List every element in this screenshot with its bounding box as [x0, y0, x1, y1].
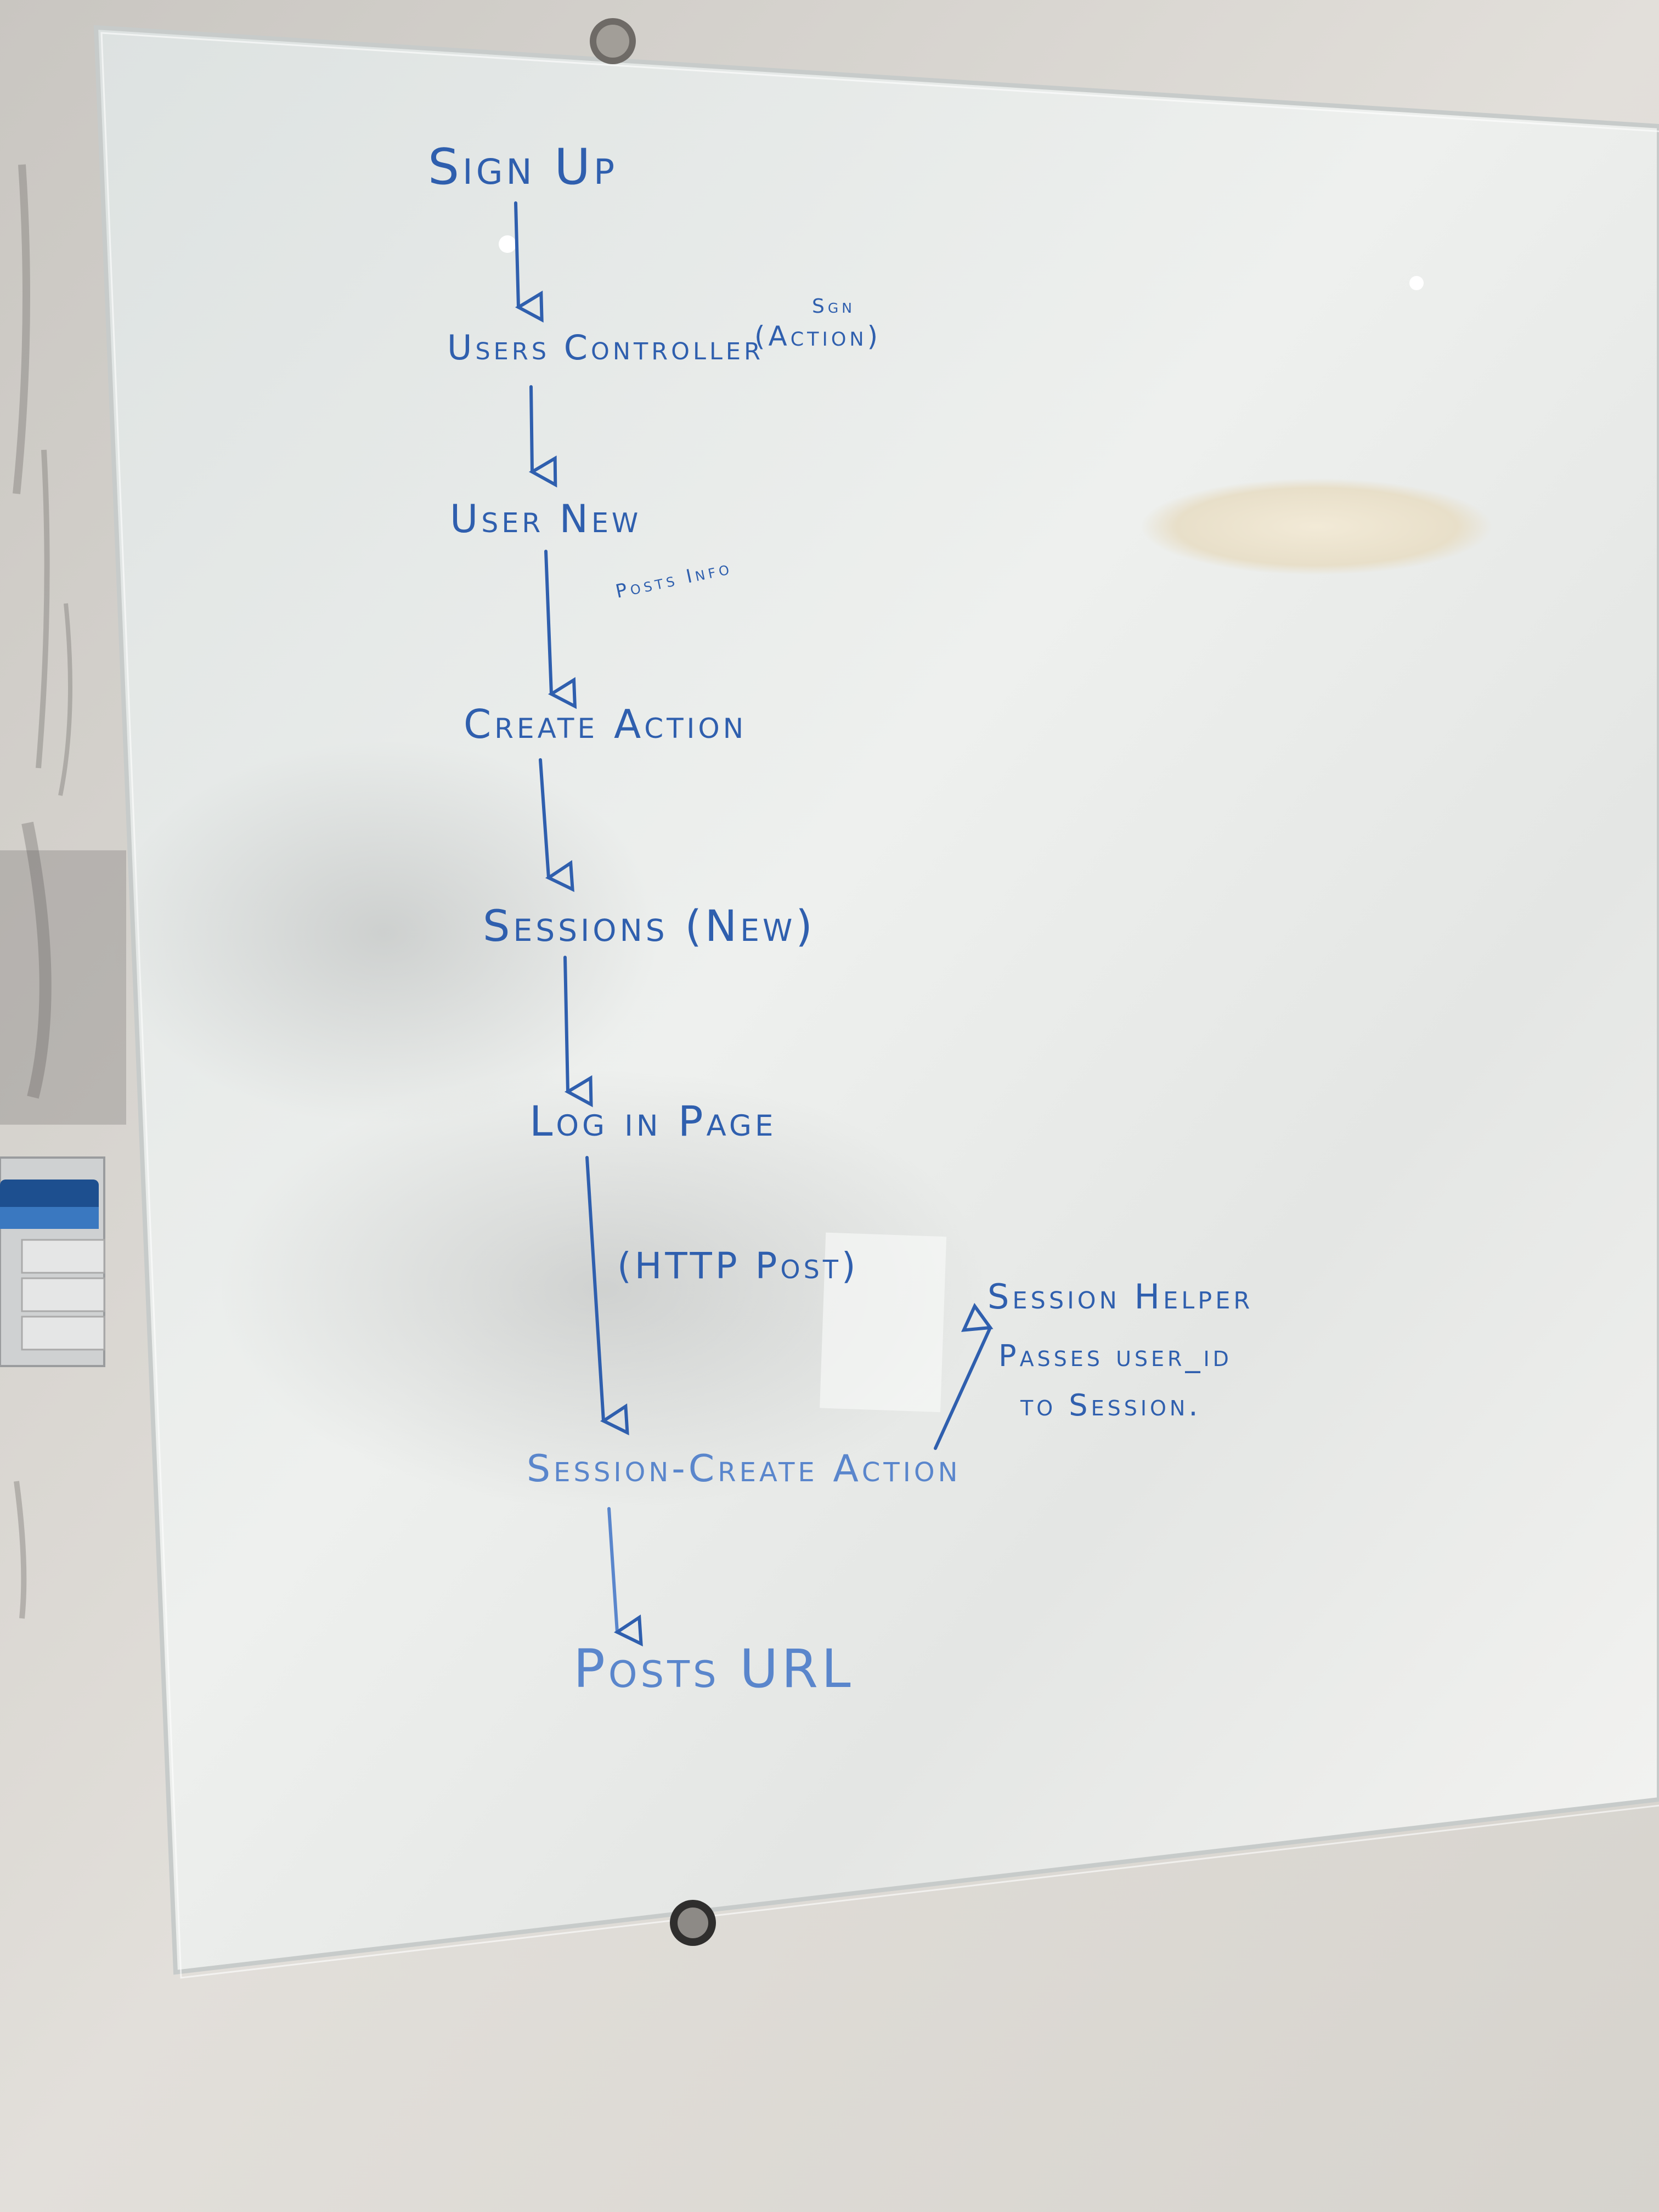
arrow-session-create-to-posts [607, 1507, 643, 1647]
node-create-action: Create Action [464, 701, 747, 747]
node-posts-url: Posts URL [573, 1638, 854, 1700]
node-users-controller-note-top: Sgn [812, 295, 855, 318]
arrow-login-to-session-create [585, 1156, 629, 1436]
window-reflection [820, 1232, 947, 1413]
node-users-controller-note: (Action) [754, 320, 881, 352]
light-spot [499, 235, 516, 253]
arrow-sessions-to-login [563, 956, 593, 1108]
arrow-session-create-to-helper [934, 1302, 994, 1450]
node-user-new: User New [450, 496, 641, 541]
flow-diagram: Sign Up Users Controller (Action) Sgn Us… [428, 138, 1253, 1700]
wall-shadow [0, 850, 126, 1125]
node-session-helper-title: Session Helper [988, 1277, 1253, 1317]
node-session-create-action: Session-Create Action [527, 1447, 961, 1491]
arrow-signup-to-controller [514, 201, 544, 323]
board-smudge [219, 1070, 988, 1509]
node-http-post: (HTTP Post) [617, 1245, 859, 1287]
light-spot-2 [1409, 276, 1424, 290]
board-smudge-2 [110, 741, 658, 1125]
node-session-helper-line2: Passes user_id [998, 1339, 1232, 1373]
flow-arrows [514, 201, 994, 1647]
arrow-controller-to-usernew [528, 385, 557, 488]
whiteboard-edge-highlight [100, 32, 1659, 1979]
node-session-helper-line3: to Session. [1020, 1388, 1201, 1423]
node-sessions-new: Sessions (New) [483, 902, 816, 951]
light-glare [1141, 478, 1492, 575]
wall-dirt [13, 164, 72, 1619]
node-log-in-page: Log in Page [529, 1097, 776, 1146]
eraser-holder [0, 1156, 105, 1367]
node-users-controller: Users Controller [447, 328, 764, 368]
node-sign-up: Sign Up [428, 138, 618, 196]
standoff-mounts [590, 18, 716, 1946]
arrow-usernew-to-create [544, 550, 577, 709]
arrow-create-to-sessions [539, 758, 574, 892]
